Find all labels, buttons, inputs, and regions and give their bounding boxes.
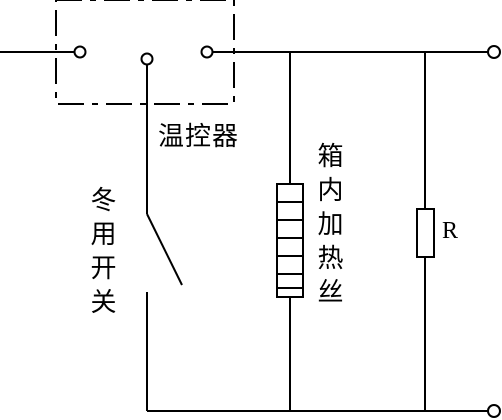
heater-element xyxy=(276,183,304,298)
heater-label: 箱内加热丝 xyxy=(313,142,343,312)
winter-switch-blade xyxy=(146,213,183,286)
heater-coil-lines xyxy=(277,201,303,289)
winter-switch-label: 冬用开关 xyxy=(86,186,116,322)
resistor-label: R xyxy=(442,218,459,244)
thermostat-label: 温控器 xyxy=(158,122,240,152)
thermostat-terminal-left xyxy=(73,45,87,59)
top-output-terminal xyxy=(487,45,501,59)
bottom-output-terminal xyxy=(487,404,501,418)
resistor-symbol xyxy=(416,208,435,258)
thermostat-terminal-middle xyxy=(140,52,154,66)
thermostat-terminal-right xyxy=(200,45,214,59)
